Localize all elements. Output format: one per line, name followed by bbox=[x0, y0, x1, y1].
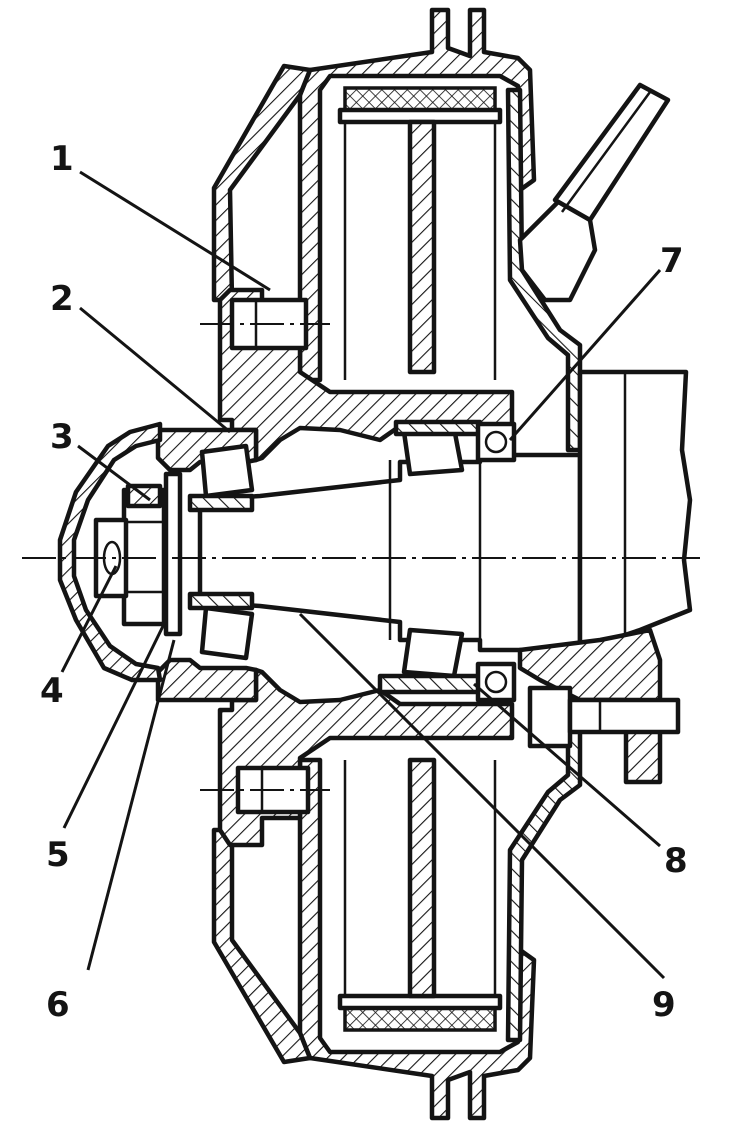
callout-6: 6 bbox=[46, 985, 70, 1025]
outer-tapered-bearing bbox=[187, 443, 255, 661]
steering-knuckle-spindle bbox=[197, 452, 583, 653]
callout-8: 8 bbox=[664, 841, 688, 881]
callout-4: 4 bbox=[40, 671, 64, 711]
steering-knuckle bbox=[517, 369, 693, 785]
thrust-washer bbox=[163, 471, 183, 637]
callout-1: 1 bbox=[50, 139, 74, 179]
brake-hose-fitting bbox=[517, 82, 671, 303]
oil-seal bbox=[475, 421, 517, 703]
callout-7: 7 bbox=[660, 241, 684, 281]
wheel-stud-lower bbox=[200, 765, 330, 815]
brake-shoe-upper bbox=[337, 86, 503, 380]
inner-tapered-bearing bbox=[377, 419, 483, 695]
brake-shoe-lower bbox=[337, 757, 503, 1032]
hub-nut bbox=[121, 483, 167, 627]
callout-2: 2 bbox=[50, 279, 74, 319]
knuckle-bolt bbox=[527, 685, 681, 749]
hub-cap bbox=[57, 421, 163, 683]
wheel-stud-upper bbox=[200, 297, 330, 351]
callout-3: 3 bbox=[50, 417, 74, 457]
callout-5: 5 bbox=[46, 835, 70, 875]
callout-leaders bbox=[60, 170, 666, 980]
callout-9: 9 bbox=[652, 985, 676, 1025]
